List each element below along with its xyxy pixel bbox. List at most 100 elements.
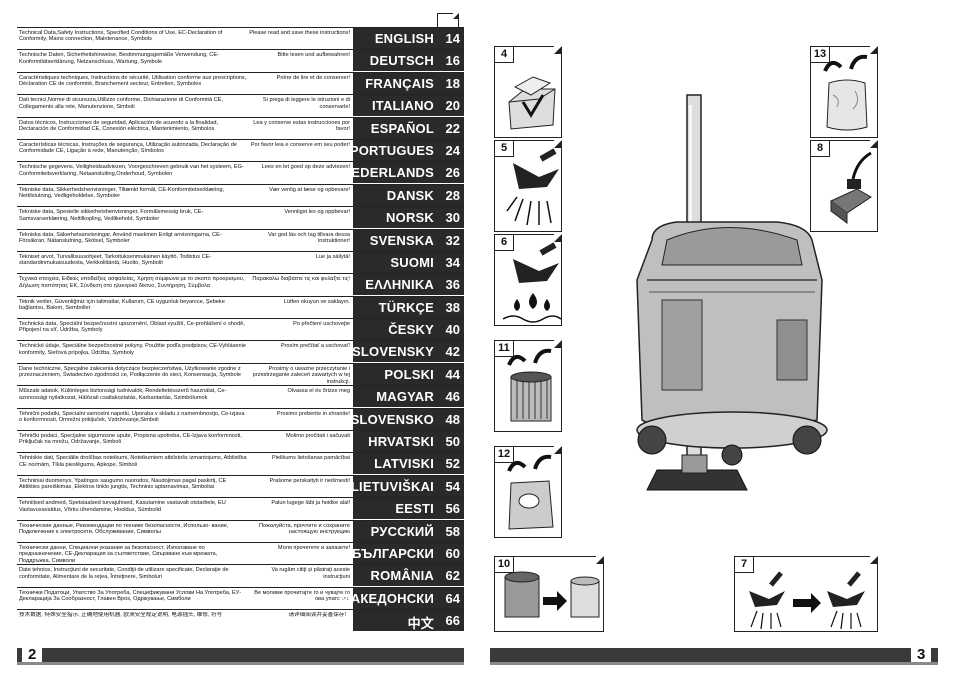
language-page-number: 60 xyxy=(445,545,460,561)
figure-panel-11: 11 xyxy=(494,340,562,432)
toc-row: Tekniske data, Spesielle sikkerhetshenvi… xyxy=(17,206,464,229)
page-number-left: 2 xyxy=(22,647,43,662)
panel-corner xyxy=(870,556,878,564)
language-page-number: 46 xyxy=(445,389,460,405)
toc-row: Tehnični podatki, Specialni varnostni na… xyxy=(17,407,464,430)
toc-description: Technical Data,Safety Instructions, Spec… xyxy=(19,30,223,43)
figure-number: 8 xyxy=(811,141,830,157)
vacuum-cleaner-illustration xyxy=(636,94,828,491)
language-page-number: 28 xyxy=(445,187,460,203)
language-name: SLOVENSKO xyxy=(350,411,434,427)
language-page-number: 58 xyxy=(445,523,460,539)
filter-clean-icon xyxy=(504,571,600,618)
language-page-number: 22 xyxy=(445,120,460,136)
filter-bag-remove-icon xyxy=(823,54,868,131)
toc-read-note: Va rugăm citiţi şi păstraţi aceste instr… xyxy=(271,567,350,580)
toc-read-note: Prosimo preberite in shranite! xyxy=(276,410,350,417)
language-page-number: 64 xyxy=(445,590,460,606)
toc-description: Technische Daten, Sicherheitshinweise, B… xyxy=(19,52,219,65)
language-tab[interactable]: SLOVENSKO 48 xyxy=(350,408,464,430)
language-page-number: 26 xyxy=(445,165,460,181)
language-page-number: 48 xyxy=(445,411,460,427)
toc-row: Tehnilised andmed, Spetsiaalsed turvajuh… xyxy=(17,497,464,520)
left-page: Technical Data,Safety Instructions, Spec… xyxy=(17,13,464,665)
toc-read-note: Si prega di leggere le istruzioni e di c… xyxy=(262,97,350,110)
figure-panel-5: 5 xyxy=(494,140,562,232)
language-name: NORSK xyxy=(386,210,434,226)
table-of-contents: Technical Data,Safety Instructions, Spec… xyxy=(17,27,464,632)
panel-corner xyxy=(870,140,878,148)
toc-read-note: Prašome perskaityti ir neišmesti! xyxy=(269,477,350,484)
language-name: DEUTSCH xyxy=(369,53,434,69)
language-name: ΕΛΛΗΝΙΚΑ xyxy=(365,277,434,293)
toc-row: Tekniske data, Sikkerhedshenvisninger, T… xyxy=(17,183,464,206)
language-page-number: 14 xyxy=(445,31,460,46)
toc-description: Technické údaje, Špeciálne bezpečnostné … xyxy=(19,343,246,356)
toc-row: Date tehnice, Instrucţiuni de securitate… xyxy=(17,564,464,587)
toc-row: Технические данные, Рекомендации по техн… xyxy=(17,519,464,542)
toc-description: Dati tecnici,Norme di sicurezza,Utilizzo… xyxy=(19,97,223,110)
footer-line-left xyxy=(17,662,464,665)
toc-row: Technische Daten, Sicherheitshinweise, B… xyxy=(17,49,464,72)
language-page-number: 56 xyxy=(445,501,460,517)
language-page-number: 40 xyxy=(445,322,460,338)
toc-description: Techniniai duomenys, Ypatingos saugumo n… xyxy=(19,477,227,491)
toc-row: Műszaki adatok, Különleges biztonsági tu… xyxy=(17,385,464,408)
cartridge-filter-remove-icon xyxy=(507,348,552,422)
footer-line-right xyxy=(490,662,938,665)
panel-corner xyxy=(554,446,562,454)
toc-row: Dane techniczne, Specjalne zalecenia dot… xyxy=(17,362,464,385)
language-tab[interactable]: МАКЕДОНСКИ 64 xyxy=(340,587,464,609)
toc-read-note: Molimo pročitati i sačuvati xyxy=(285,433,350,440)
toc-row: Τεχνικά στοιχεία, Ειδικές υποδείξεις ασφ… xyxy=(17,273,464,296)
language-page-number: 44 xyxy=(445,366,460,382)
toc-description: Caractéristiques techniques, Instruction… xyxy=(19,74,247,88)
figure-panel-13: 13 xyxy=(810,46,878,138)
toc-description: Tehnični podatki, Specialni varnostni na… xyxy=(19,410,245,424)
figure-number: 13 xyxy=(811,47,830,63)
toc-description: Tekniske data, Sikkerhedshenvisninger, T… xyxy=(19,186,225,200)
toc-description: Технические данные, Рекомендации по техн… xyxy=(19,522,229,535)
language-page-number: 54 xyxy=(445,478,460,494)
language-tab[interactable]: EESTI 56 xyxy=(353,498,464,520)
language-name: EESTI xyxy=(395,501,434,517)
toc-read-note: Пожалуйста, прочтите и сохраните настоящ… xyxy=(259,522,350,535)
toc-read-note: Lütfen okuyun ve saklayın. xyxy=(283,298,350,305)
toc-description: Technische gegevens, Veiligheidsadviezen… xyxy=(19,164,244,177)
language-name: МАКЕДОНСКИ xyxy=(339,590,434,606)
figure-panel-10: 10 xyxy=(494,556,604,632)
language-page-number: 18 xyxy=(445,75,460,91)
language-name: POLSKI xyxy=(384,366,434,382)
toc-read-note: Bitte lesen und aufbewahren! xyxy=(277,52,350,59)
toc-row: Технички Податоци, Упатство За Употреба,… xyxy=(17,586,464,609)
figure-number: 11 xyxy=(495,341,514,357)
language-name: SUOMI xyxy=(390,254,434,270)
language-page-number: 66 xyxy=(445,613,460,629)
box-unpack-icon xyxy=(508,76,556,130)
language-tab[interactable]: POLSKI 44 xyxy=(353,363,464,385)
toc-read-note: Prosimy o uważne przeczytanie i przestrz… xyxy=(252,365,350,385)
